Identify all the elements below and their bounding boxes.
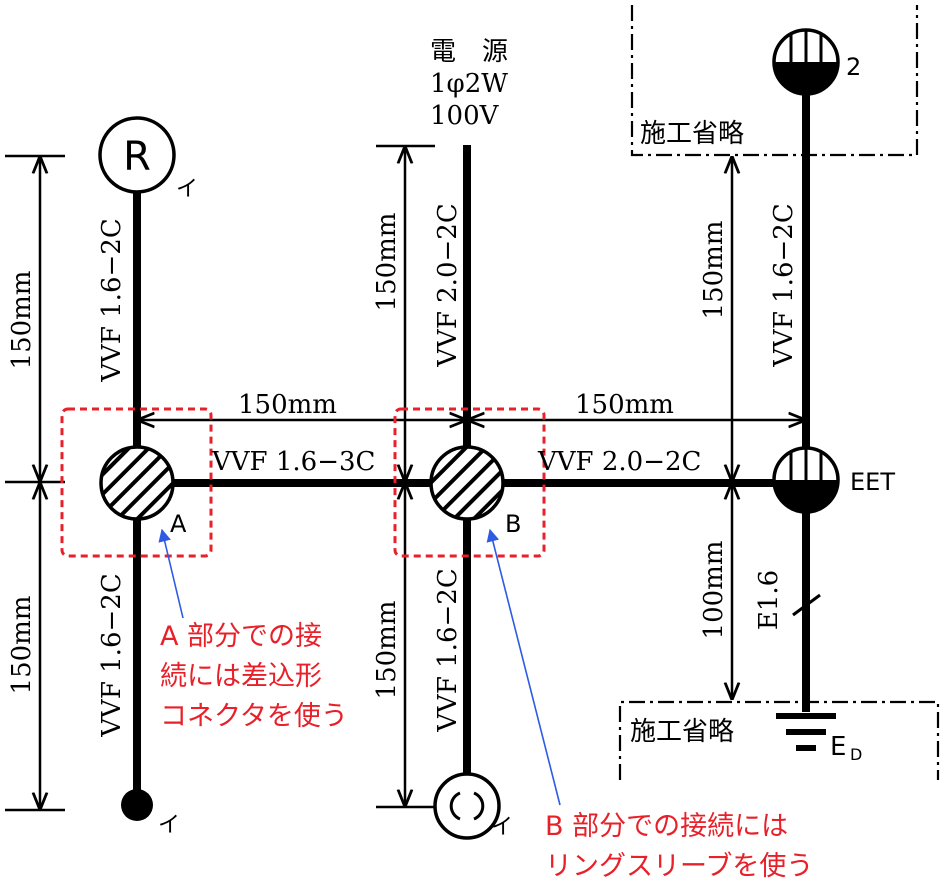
- dim-left-bottom: 150mm: [7, 596, 37, 695]
- box-a-label: A: [170, 510, 187, 538]
- dim-center-bottom: 150mm: [372, 601, 402, 700]
- note-a-line2: 続には差込形: [160, 661, 322, 692]
- lamp-r-letter: R: [123, 134, 151, 180]
- outlet-2-count: 2: [846, 53, 861, 81]
- pendant-lamp: [121, 789, 153, 821]
- note-a-line1: A 部分での接: [160, 621, 322, 652]
- ground-symbol: [776, 713, 836, 751]
- cable-right-bottom: E1.6: [754, 570, 784, 630]
- cable-right-top: VVF 1.6−2C: [769, 203, 799, 367]
- cable-left-top: VVF 1.6−2C: [97, 218, 127, 382]
- outlet-eet: [772, 446, 840, 514]
- note-b: B 部分での接続には リングスリーブを使う: [545, 811, 813, 882]
- omitted-area-bottom: 施工省略: [618, 700, 940, 780]
- box-b-label: B: [505, 510, 521, 538]
- omitted-label-top: 施工省略: [640, 119, 744, 149]
- power-label-3: 100V: [430, 101, 500, 131]
- outlet-2: [772, 28, 840, 96]
- omitted-label-bottom: 施工省略: [630, 717, 734, 747]
- focus-box-a: [60, 407, 213, 558]
- wires: [133, 90, 810, 800]
- cable-center-bottom: VVF 1.6−2C: [433, 568, 463, 732]
- junction-box-b: [429, 445, 505, 521]
- receptacle-lamp-r: R: [98, 116, 176, 194]
- pendant-mark: イ: [158, 813, 180, 838]
- lamp-r-mark: イ: [176, 177, 198, 202]
- note-b-line2: リングスリーブを使う: [545, 851, 813, 882]
- dimension-lines: [5, 144, 806, 812]
- pointer-a: [158, 528, 184, 619]
- power-label-1: 電 源: [430, 37, 508, 67]
- dim-h-right: 150mm: [575, 390, 674, 420]
- ceiling-lamp: [433, 772, 501, 840]
- dim-left-top: 150mm: [7, 271, 37, 370]
- note-a-line3: コネクタを使う: [160, 701, 348, 732]
- dim-right-bottom: 100mm: [699, 541, 729, 640]
- outlet-eet-label: EET: [850, 468, 895, 496]
- cable-left-bottom: VVF 1.6−2C: [97, 573, 127, 737]
- cable-slash: [792, 593, 821, 617]
- note-a: A 部分での接 続には差込形 コネクタを使う: [160, 621, 348, 732]
- note-b-line1: B 部分での接続には: [545, 811, 788, 842]
- cable-h-left: VVF 1.6−3C: [211, 447, 375, 477]
- dim-center-top: 150mm: [372, 213, 402, 312]
- ceiling-lamp-mark: イ: [491, 815, 513, 840]
- power-label-2: 1φ2W: [430, 69, 508, 99]
- dim-h-left: 150mm: [238, 390, 337, 420]
- dim-right-top: 150mm: [699, 221, 729, 320]
- cable-h-right: VVF 2.0−2C: [537, 447, 701, 477]
- omitted-area-top: 施工省略: [630, 5, 919, 157]
- ground-label: E: [830, 732, 846, 762]
- cable-center-top: VVF 2.0−2C: [433, 203, 463, 367]
- junction-box-a: [99, 445, 175, 521]
- ground-sub: D: [850, 745, 862, 764]
- focus-box-b: [393, 407, 546, 558]
- pointer-b: [486, 528, 561, 806]
